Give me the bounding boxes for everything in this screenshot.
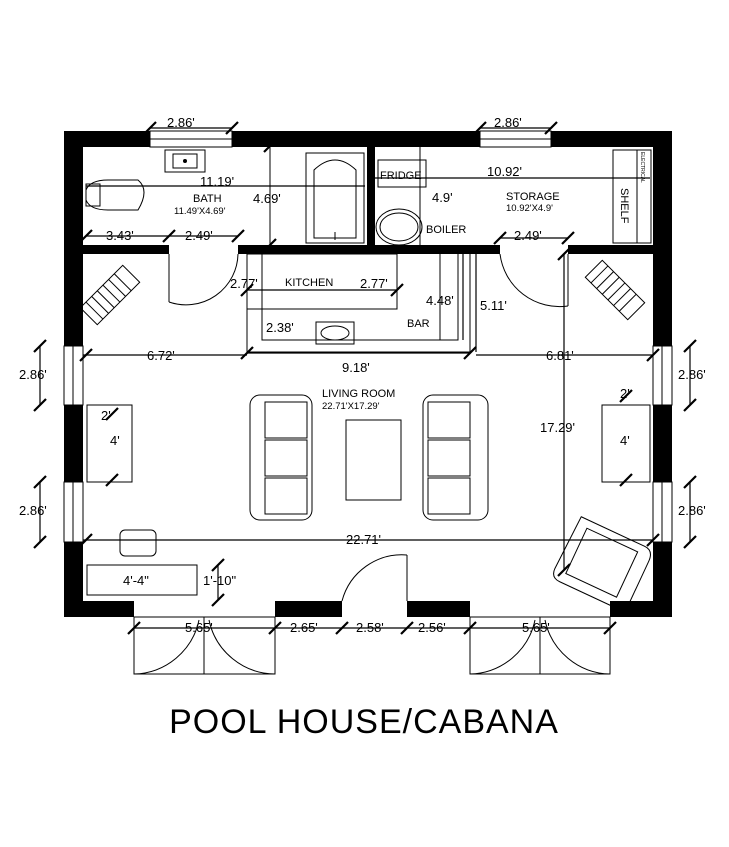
dim-front-door: 2.58' (356, 620, 384, 635)
room-storage-size: 10.92'X4.9' (506, 203, 553, 214)
windows (63, 130, 673, 543)
doors (133, 253, 611, 675)
dim-top-window-right: 2.86' (494, 115, 522, 130)
dim-bar-width: 9.18' (342, 360, 370, 375)
toilet-icon (85, 179, 145, 211)
dim-bottom-wall-left: 2.65' (290, 620, 318, 635)
dim-living-left: 6.72' (147, 348, 175, 363)
coffee-table-icon (345, 419, 402, 501)
dim-living-height: 17.29' (540, 420, 575, 435)
electrical-label: ELECTRICAL (639, 152, 645, 183)
dim-bath-door: 2.49' (185, 228, 213, 243)
dim-bench-depth: 1'-10" (203, 573, 237, 588)
fridge-label: FRIDGE (380, 170, 422, 182)
shelf-label: SHELF (618, 188, 630, 224)
sofa-left-icon (249, 394, 313, 521)
dim-bottom-door-right: 5.65' (522, 620, 550, 635)
bar-sink-icon (315, 321, 355, 345)
armchair-icon (553, 516, 651, 610)
dim-storage-width: 10.92' (487, 164, 522, 179)
dimension-lines (39, 127, 691, 629)
dim-living-width: 22.71' (346, 532, 381, 547)
room-living-name: LIVING ROOM (322, 388, 395, 400)
bench (86, 564, 198, 596)
dim-bar-depth: 4.48' (426, 293, 454, 308)
lounge-chairs (79, 259, 646, 326)
desk-chair-icon (119, 529, 157, 557)
dim-bottom-door-left: 5.65' (185, 620, 213, 635)
dim-door-right-height: 5.11' (480, 298, 507, 313)
dim-side-table-left-h: 4' (110, 433, 120, 448)
dim-bath-height: 4.69' (253, 191, 281, 206)
dim-bath-width: 11.19' (200, 174, 234, 189)
bathtub-icon (305, 152, 365, 244)
room-bar-name: BAR (407, 318, 430, 330)
room-living-size: 22.71'X17.29' (322, 401, 380, 412)
dim-living-right: 6.81' (546, 348, 574, 363)
dim-side-table-right-w: 2' (620, 386, 630, 401)
fridge-icon (377, 159, 427, 188)
dim-storage-door: 2.49' (514, 228, 542, 243)
dimension-ticks (33, 121, 697, 635)
dim-kitchen-right: 2.77' (360, 276, 388, 291)
boiler-label: BOILER (426, 224, 466, 236)
boiler-icon (375, 208, 423, 246)
dim-bottom-wall-right: 2.56' (418, 620, 446, 635)
side-table-right (601, 404, 651, 483)
dim-kitchen-left: 2.77' (230, 276, 258, 291)
dim-bar-sink: 2.38' (266, 320, 294, 335)
shelf-icon (612, 149, 652, 244)
dim-side-table-left-w: 2' (101, 408, 111, 423)
bath-sink-icon (164, 149, 206, 173)
exterior-walls (64, 131, 672, 617)
dim-window-right-upper: 2.86' (678, 367, 706, 382)
dim-window-right-lower: 2.86' (678, 503, 706, 518)
dim-top-window-left: 2.86' (167, 115, 195, 130)
room-bath-size: 11.49'X4.69' (174, 206, 226, 217)
room-kitchen-name: KITCHEN (285, 277, 333, 289)
bath-fixtures (85, 147, 365, 245)
page-title: POOL HOUSE/CABANA (169, 703, 559, 741)
room-storage-name: STORAGE (506, 191, 560, 203)
dim-storage-height: 4.9' (432, 190, 453, 205)
labels: 2.86' 2.86' 11.19' 4.69' BATH 11.49'X4.6… (19, 115, 706, 741)
kitchen-bar (246, 253, 471, 353)
dim-side-table-right-h: 4' (620, 433, 630, 448)
dim-window-left-lower: 2.86' (19, 503, 47, 518)
dim-bench-width: 4'-4" (123, 573, 149, 588)
dim-window-left-upper: 2.86' (19, 367, 47, 382)
storage-fixtures (375, 147, 652, 246)
interior-walls (64, 147, 672, 254)
room-bath-name: BATH (193, 193, 222, 205)
sofa-right-icon (422, 394, 489, 521)
dim-bath-wall-left: 3.43' (106, 228, 134, 243)
